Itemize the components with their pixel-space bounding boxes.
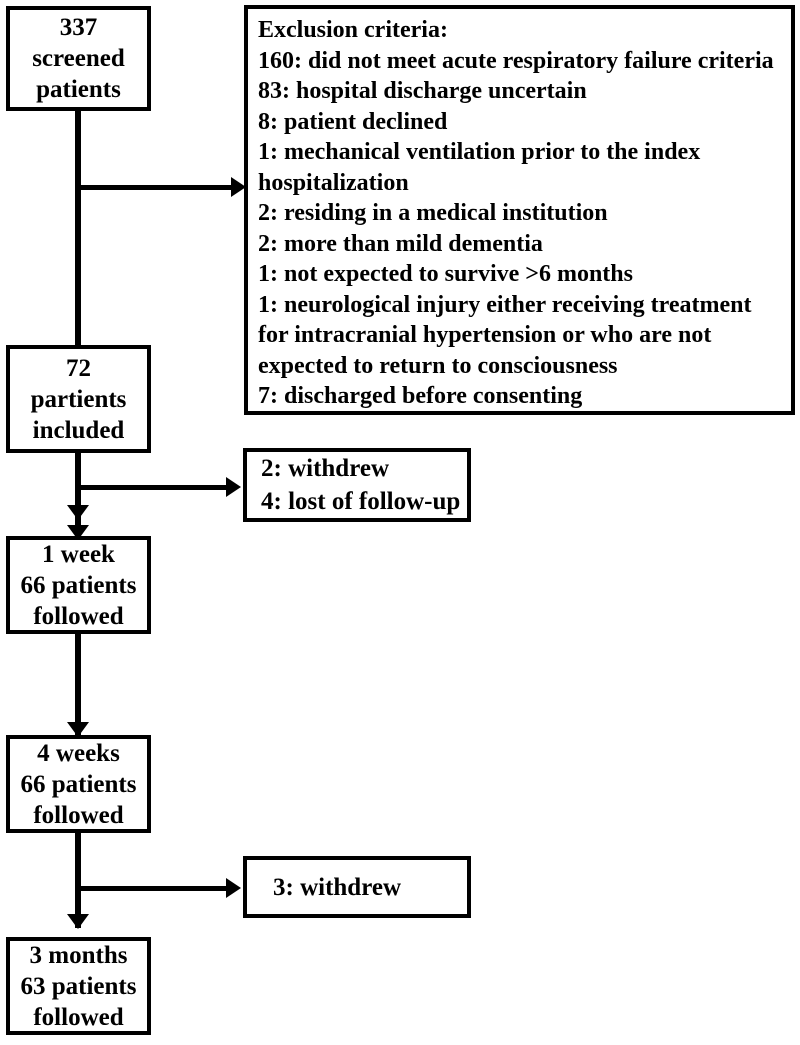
node-screened-patients[interactable]: 337 screened patients (6, 6, 151, 111)
attrition-month3-line-1: 3: withdrew (273, 873, 402, 901)
screened-line-2: screened (32, 45, 125, 72)
connector-screened-to-exclusion (75, 185, 233, 190)
week4-line-2: followed (33, 801, 124, 829)
week4-heading: 4 weeks (37, 739, 120, 767)
exclusion-item: 1: neurological injury either receiving … (258, 291, 752, 379)
node-followup-1-week[interactable]: 1 week 66 patients followed (6, 536, 151, 634)
exclusion-item: 160: did not meet acute respiratory fail… (258, 47, 774, 74)
node-attrition-week1[interactable]: 2: withdrew 4: lost of follow-up (243, 448, 471, 522)
month3-line-2: followed (33, 1003, 124, 1031)
node-exclusion-criteria[interactable]: Exclusion criteria: 160: did not meet ac… (244, 5, 795, 415)
included-line-2: partients (30, 385, 127, 413)
included-line-1: 72 (66, 354, 91, 382)
exclusion-item: 2: residing in a medical institution (258, 200, 608, 226)
exclusion-item: 2: more than mild dementia (258, 230, 543, 257)
exclusion-item: 7: discharged before consenting (258, 383, 583, 409)
month3-heading: 3 months (29, 941, 128, 969)
arrowhead-to-attrition-week1 (226, 477, 241, 497)
included-line-3: included (32, 416, 125, 444)
connector-week4-to-month3 (75, 830, 81, 928)
exclusion-item: 1: not expected to survive >6 months (258, 261, 633, 287)
exclusion-item: 83: hospital discharge uncertain (258, 78, 587, 104)
week1-heading: 1 week (42, 540, 115, 568)
exclusion-item: 8: patient declined (258, 108, 448, 135)
attrition-week1-line-1: 2: withdrew (261, 455, 390, 482)
week4-line-1: 66 patients (20, 770, 137, 798)
screened-line-3: patients (36, 76, 121, 103)
exclusion-title: Exclusion criteria: (258, 17, 448, 43)
node-patients-included[interactable]: 72 partients included (6, 345, 151, 453)
connector-week1-to-week4 (75, 630, 81, 735)
exclusion-item: 1: mechanical ventilation prior to the i… (258, 139, 701, 196)
week1-line-2: followed (33, 602, 124, 630)
connector-included-to-attrition-week1 (75, 485, 227, 490)
node-followup-4-weeks[interactable]: 4 weeks 66 patients followed (6, 735, 151, 833)
week1-line-1: 66 patients (20, 571, 137, 599)
connector-week4-to-attrition-month3 (75, 886, 227, 891)
arrowhead-to-month3 (67, 914, 89, 929)
attrition-week1-line-2: 4: lost of follow-up (261, 488, 461, 515)
arrowhead-to-attrition-month3 (226, 878, 241, 898)
node-attrition-month3[interactable]: 3: withdrew (243, 856, 471, 918)
screened-line-1: 337 (59, 14, 98, 41)
month3-line-1: 63 patients (20, 972, 137, 1000)
node-followup-3-months[interactable]: 3 months 63 patients followed (6, 937, 151, 1035)
arrowhead-to-exclusion (231, 177, 246, 197)
arrowhead-to-week4 (67, 722, 89, 737)
connector-included-to-week1 (75, 455, 81, 540)
connector-screened-to-included (75, 110, 81, 510)
